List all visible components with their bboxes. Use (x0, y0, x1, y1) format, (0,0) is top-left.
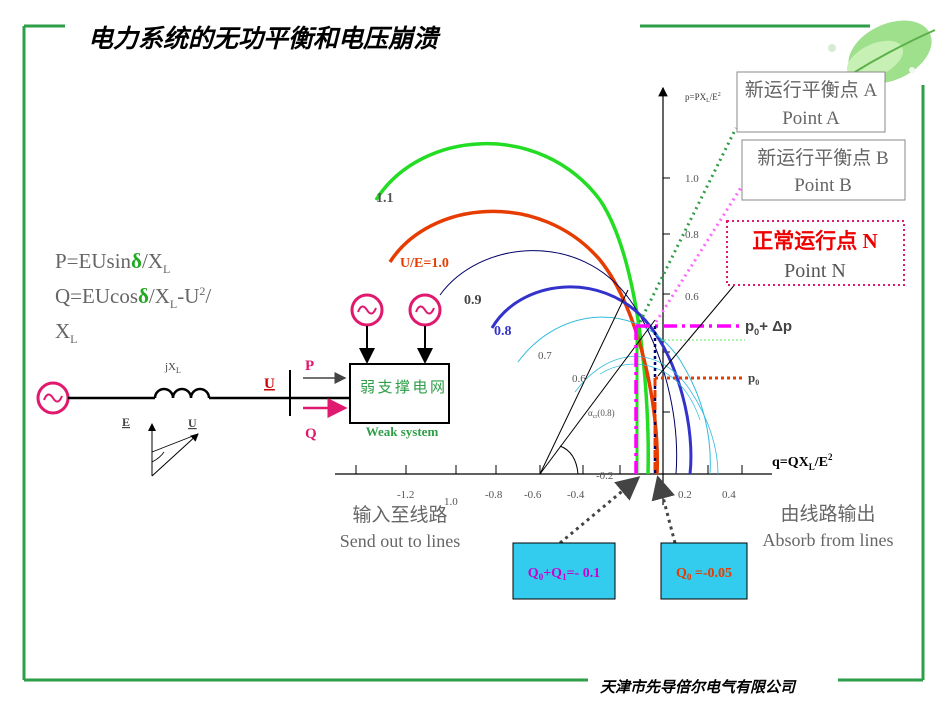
curve-1-0 (388, 209, 660, 475)
curve-label-0-6: 0.6 (572, 373, 586, 385)
callout-point-n: 正常运行点 N Point N (726, 220, 905, 286)
curve-0-9 (439, 250, 678, 475)
callout-point-b: 新运行平衡点 B Point B (741, 139, 906, 201)
svg-text:新运行平衡点 B: 新运行平衡点 B (757, 147, 888, 169)
x-axis-label: q=QXL/E2 (772, 452, 833, 472)
svg-text:Point N: Point N (784, 260, 846, 282)
send-cn: 输入至线路 (352, 504, 447, 526)
curve-label-1-1: 1.1 (376, 191, 394, 206)
svg-text:Point B: Point B (794, 175, 852, 196)
curve-label-0-7: 0.7 (538, 350, 552, 362)
u-label: U (264, 376, 275, 392)
leaf-decoration (828, 20, 936, 84)
p0-dp-label: p0+ Δp (745, 318, 792, 337)
svg-text:Q0+Q1=- 0.1: Q0+Q1=- 0.1 (528, 566, 600, 582)
curve-label-0-8: 0.8 (494, 324, 512, 339)
weak-system-box (349, 363, 450, 424)
x-tick-label: 0.4 (722, 489, 736, 501)
company-footer: 天津市先导倍尔电气有限公司 (600, 678, 797, 696)
svg-text:Point A: Point A (782, 108, 840, 129)
y-tick-label: 1.0 (685, 173, 699, 185)
curve-0-6 (574, 356, 719, 475)
q0-box: Q0 =-0.05 (660, 542, 748, 600)
operating-points: p0+ Δp p0 (634, 318, 792, 474)
formula-q-cont: XL (55, 319, 78, 346)
svg-text:新运行平衡点 A: 新运行平衡点 A (745, 79, 878, 101)
alpha-label: αcr(0.8) (588, 408, 615, 420)
q0-q1-box: Q0+Q1=- 0.1 (512, 542, 616, 600)
weak-system-en: Weak system (366, 424, 439, 439)
formula-q: Q=EUcosδ/XL-U2/ (55, 284, 211, 311)
curve-0-8 (490, 285, 693, 475)
u-phasor-label: U (188, 416, 197, 430)
callout-point-a: 新运行平衡点 A Point A (736, 71, 886, 133)
q-label: Q (305, 426, 317, 442)
send-en: Send out to lines (340, 531, 461, 551)
curve-label-1-0: U/E=1.0 (400, 256, 449, 271)
weak-system-cn: 弱 支 撑 电 网 (360, 378, 445, 396)
p-label: P (305, 358, 314, 374)
curve-label-0-9: 0.9 (464, 293, 482, 308)
inductor-icon (153, 387, 211, 399)
x-tick-label: -0.6 (524, 489, 542, 501)
x-tick-label: 0.2 (678, 489, 692, 501)
x-tick-label: -1.2 (397, 489, 414, 501)
absorb-en: Absorb from lines (763, 530, 894, 550)
x-tick-label: -0.4 (567, 489, 585, 501)
y-axis-label: p=PXL/E2 (685, 92, 721, 104)
page-title: 电力系统的无功平衡和电压崩溃 (88, 24, 441, 53)
x-tick-label: -0.8 (485, 489, 503, 501)
circuit-diagram: jXL U P Q E U 弱 支 撑 电 网 Weak system (36, 293, 450, 477)
absorb-cn: 由线路输出 (780, 503, 875, 525)
e-label: E (122, 415, 130, 429)
y-tick-label: 0.6 (685, 291, 699, 303)
x-tick-label: 1.0 (444, 496, 458, 508)
svg-text:正常运行点 N: 正常运行点 N (752, 229, 877, 253)
p0-label: p0 (748, 370, 759, 387)
curve-1-1 (374, 142, 650, 475)
x-tick-label: -0.2 (596, 470, 613, 482)
y-tick-label: 0.8 (685, 229, 699, 241)
slide-frame (22, 24, 925, 682)
chart-axes: p=PXL/E2 q=QXL/E2 -1.2 1.0 -0.8 -0.6 -0.… (335, 86, 833, 508)
svg-text:Q0 =-0.05: Q0 =-0.05 (676, 566, 732, 582)
jxl-label: jXL (164, 361, 181, 375)
formula-p: P=EUsinδ/XL (55, 249, 170, 276)
